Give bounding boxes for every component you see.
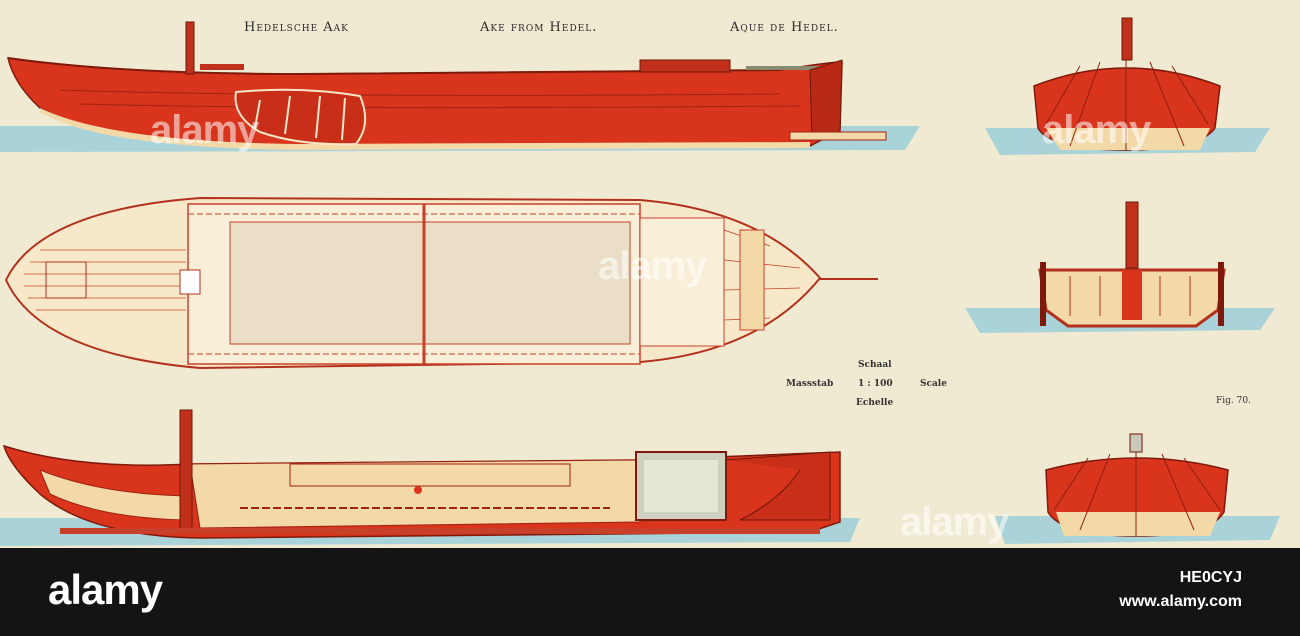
figure-label: Fig. 70. bbox=[1216, 396, 1251, 406]
footer-bar bbox=[0, 548, 1300, 636]
end-view-stern bbox=[1033, 17, 1221, 151]
image-code: HE0CYJ bbox=[1179, 569, 1242, 586]
watermark: alamy bbox=[1042, 108, 1151, 152]
scale-massstab: Massstab bbox=[786, 379, 834, 389]
watermark: alamy bbox=[900, 500, 1009, 544]
scale-english: Scale bbox=[920, 379, 947, 389]
longitudinal-section bbox=[2, 409, 841, 539]
barge-drawing bbox=[0, 17, 1280, 546]
side-elevation bbox=[7, 21, 887, 150]
scale-schaal: Schaal bbox=[858, 360, 892, 370]
scale-echelle: Echelle bbox=[856, 398, 894, 408]
scale-ratio: 1 : 100 bbox=[858, 379, 893, 389]
title-dutch: Hedelsche Aak bbox=[244, 20, 349, 35]
alamy-logo: alamy bbox=[48, 566, 163, 613]
title-english: Ake from Hedel. bbox=[480, 20, 598, 35]
end-view-midship bbox=[1038, 201, 1226, 328]
title-french: Aque de Hedel. bbox=[730, 20, 839, 35]
end-view-bow bbox=[1045, 433, 1229, 537]
watermark: alamy bbox=[150, 108, 259, 152]
watermark: alamy bbox=[598, 244, 707, 288]
illustration-plate: Hedelsche Aak Ake from Hedel. Aque de He… bbox=[0, 0, 1300, 548]
site-url: www.alamy.com bbox=[1119, 593, 1242, 610]
plan-view bbox=[4, 196, 878, 370]
